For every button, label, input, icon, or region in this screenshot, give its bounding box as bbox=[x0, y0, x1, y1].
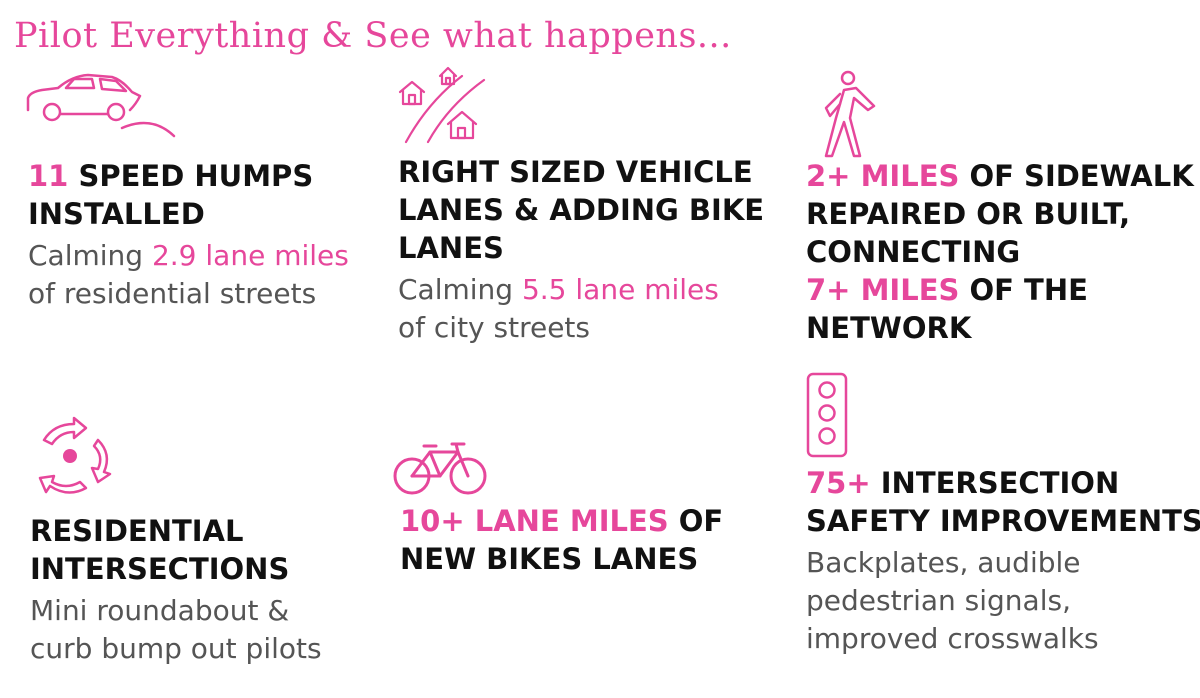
car-icon bbox=[22, 70, 177, 140]
item-heading: 10+ LANE MILES OF bbox=[400, 504, 724, 538]
item-description: pedestrian signals, bbox=[806, 584, 1071, 617]
item-description: Calming 5.5 lane miles bbox=[398, 273, 719, 306]
item-description: of residential streets bbox=[28, 277, 317, 310]
item-heading: 75+ INTERSECTION bbox=[806, 466, 1120, 500]
traffic-light-icon bbox=[806, 372, 848, 458]
item-heading: LANES & ADDING BIKE bbox=[398, 193, 765, 227]
item-heading: RESIDENTIAL bbox=[30, 514, 244, 548]
vehicle-lanes-item: RIGHT SIZED VEHICLE LANES & ADDING BIKE … bbox=[398, 153, 764, 347]
intersection-safety-item: 75+ INTERSECTION SAFETY IMPROVEMENTS Bac… bbox=[806, 464, 1200, 658]
item-description: improved crosswalks bbox=[806, 622, 1099, 655]
bicycle-icon bbox=[392, 440, 488, 498]
item-description: Backplates, audible bbox=[806, 546, 1081, 579]
pedestrian-icon bbox=[812, 70, 882, 160]
item-heading: 7+ MILES OF THE bbox=[806, 273, 1088, 307]
item-heading: NEW BIKES LANES bbox=[400, 542, 699, 576]
item-description: Calming 2.9 lane miles bbox=[28, 239, 349, 272]
residential-intersections-item: RESIDENTIAL INTERSECTIONS Mini roundabou… bbox=[30, 512, 322, 668]
item-heading: SAFETY IMPROVEMENTS bbox=[806, 504, 1200, 538]
item-heading: CONNECTING bbox=[806, 235, 1021, 269]
road-with-houses-icon bbox=[398, 62, 488, 144]
item-description: Mini roundabout & bbox=[30, 594, 290, 627]
sidewalk-item: 2+ MILES OF SIDEWALK REPAIRED OR BUILT, … bbox=[806, 157, 1194, 347]
item-heading: LANES bbox=[398, 231, 504, 265]
item-description: of city streets bbox=[398, 311, 590, 344]
bike-lanes-item: 10+ LANE MILES OF NEW BIKES LANES bbox=[400, 502, 723, 578]
item-heading: NETWORK bbox=[806, 311, 972, 345]
item-heading: 11 SPEED HUMPS bbox=[28, 159, 314, 193]
page-title: Pilot Everything & See what happens... bbox=[14, 16, 732, 56]
item-heading: 2+ MILES OF SIDEWALK bbox=[806, 159, 1194, 193]
speed-humps-item: 11 SPEED HUMPS INSTALLED Calming 2.9 lan… bbox=[28, 157, 349, 313]
item-heading: REPAIRED OR BUILT, bbox=[806, 197, 1131, 231]
item-heading: INTERSECTIONS bbox=[30, 552, 290, 586]
item-heading: INSTALLED bbox=[28, 197, 205, 231]
roundabout-icon bbox=[28, 416, 116, 500]
item-description: curb bump out pilots bbox=[30, 632, 322, 665]
item-heading: RIGHT SIZED VEHICLE bbox=[398, 155, 753, 189]
